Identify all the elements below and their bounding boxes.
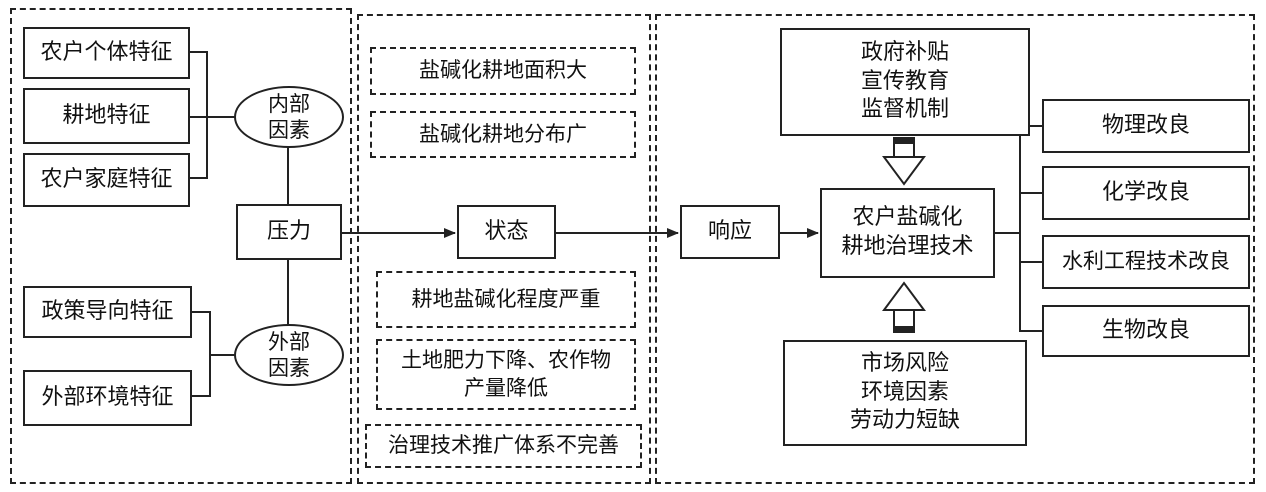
technique-bracket [1019,125,1042,332]
farmer-household-characteristics-box: 农户家庭特征 [23,153,190,207]
state-node: 状态 [457,205,556,259]
pressure-panel [10,8,352,484]
internal-bracket [190,51,208,179]
farmer-treatment-technology-box: 农户盐碱化 耕地治理技术 [820,188,995,278]
response-node: 响应 [680,205,780,259]
technique-biological-improvement: 生物改良 [1042,305,1250,357]
external-environment-characteristics-box: 外部环境特征 [23,370,192,426]
state-item-distribution: 盐碱化耕地分布广 [370,111,636,158]
farmland-characteristics-box: 耕地特征 [23,88,190,144]
external-factors-node: 外部 因素 [234,324,344,386]
state-panel [357,14,651,484]
state-item-extension-system: 治理技术推广体系不完善 [365,424,642,468]
internal-factors-node: 内部 因素 [234,86,344,148]
technique-physical-improvement: 物理改良 [1042,99,1250,153]
policy-measures-box: 政府补贴 宣传教育 监督机制 [780,28,1030,136]
risk-factors-box: 市场风险 环境因素 劳动力短缺 [783,340,1027,446]
risk-to-core-block-arrow [882,281,926,333]
external-bracket [192,311,211,397]
state-item-fertility-yield: 土地肥力下降、农作物 产量降低 [376,339,636,410]
policy-orientation-characteristics-box: 政策导向特征 [23,286,192,338]
policy-to-core-block-arrow [882,137,926,186]
response-panel [655,14,1255,484]
state-item-severity: 耕地盐碱化程度严重 [376,271,636,328]
farmer-individual-characteristics-box: 农户个体特征 [23,27,190,79]
pressure-node: 压力 [236,204,342,260]
state-item-area: 盐碱化耕地面积大 [370,47,636,95]
technique-water-engineering-improvement: 水利工程技术改良 [1042,235,1250,289]
technique-chemical-improvement: 化学改良 [1042,166,1250,220]
